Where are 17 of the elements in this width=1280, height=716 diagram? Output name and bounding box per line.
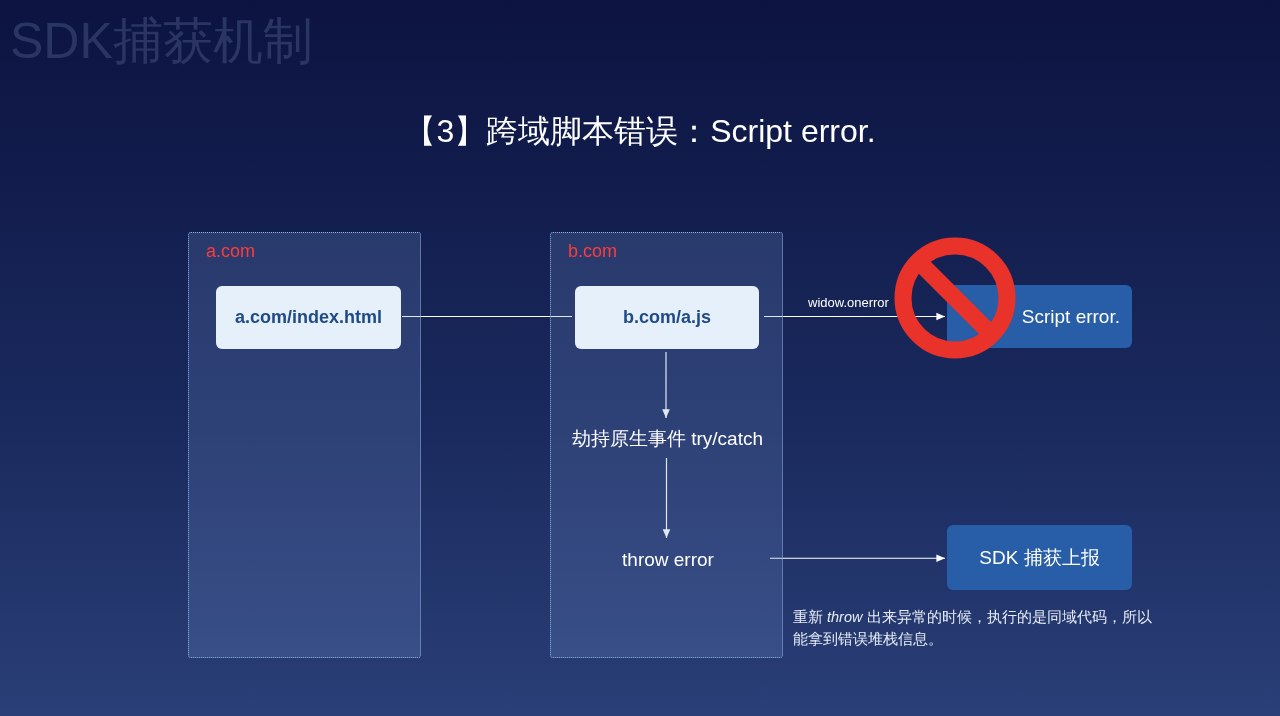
page-box: a.com/index.html bbox=[216, 286, 401, 349]
step-text: throw error bbox=[593, 543, 743, 577]
domain-panel bbox=[550, 232, 783, 658]
slide-title: 【3】跨域脚本错误：Script error. bbox=[403, 112, 877, 151]
arrow bbox=[662, 351, 670, 419]
connector-line bbox=[401, 315, 573, 318]
edge-label: widow.onerror bbox=[808, 294, 889, 310]
arrow bbox=[763, 312, 946, 321]
domain-panel bbox=[188, 232, 421, 658]
result-box: SDK 捕获上报 bbox=[947, 525, 1132, 590]
step-text: 劫持原生事件 try/catch bbox=[561, 423, 774, 455]
note-text: 重新 throw 出来异常的时候，执行的是同域代码，所以能拿到错误堆栈信息。 bbox=[793, 608, 1153, 649]
domain-label: b.com bbox=[568, 241, 618, 262]
script-box: b.com/a.js bbox=[575, 286, 759, 349]
arrow bbox=[662, 457, 671, 539]
arrow bbox=[769, 554, 946, 563]
domain-label: a.com bbox=[206, 241, 256, 262]
